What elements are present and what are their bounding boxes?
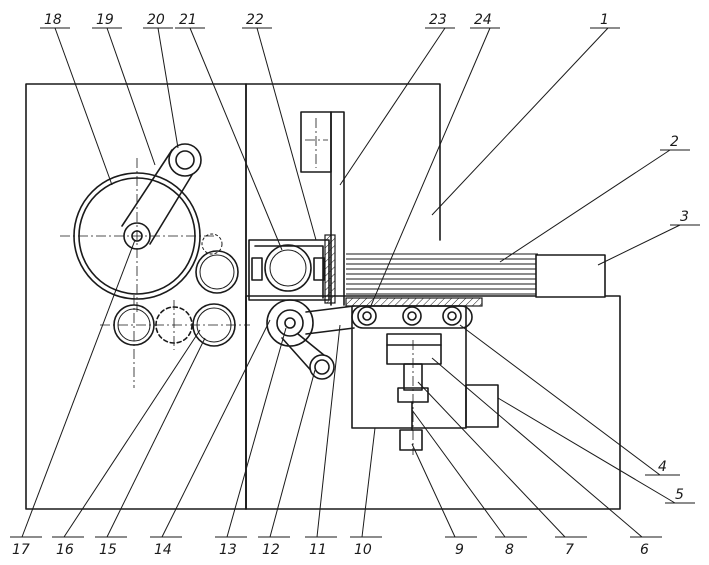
large-wheel xyxy=(60,158,215,312)
callout-15: 15 xyxy=(99,542,117,558)
callout-14: 14 xyxy=(154,542,172,558)
sheet-stack xyxy=(346,253,538,295)
callout-24: 24 xyxy=(474,12,492,28)
callout-8: 8 xyxy=(505,542,514,558)
callout-16: 16 xyxy=(56,542,74,558)
callout-12: 12 xyxy=(262,542,280,558)
drive-housing xyxy=(351,305,499,429)
conveyor-belt xyxy=(345,297,483,329)
callout-labels: 18 19 20 21 22 23 24 1 2 3 4 5 6 7 8 9 1… xyxy=(12,12,689,558)
callout-7: 7 xyxy=(565,542,574,558)
callout-22: 22 xyxy=(246,12,264,28)
callout-20: 20 xyxy=(147,12,165,28)
callout-23: 23 xyxy=(429,12,447,28)
base-frame xyxy=(245,295,621,510)
callout-1: 1 xyxy=(600,12,609,28)
upper-roller xyxy=(195,250,239,294)
callout-19: 19 xyxy=(96,12,114,28)
actuator-cylinder xyxy=(386,333,442,455)
callout-3: 3 xyxy=(680,209,689,225)
roller-bracket xyxy=(248,239,330,301)
small-idler-wheel xyxy=(201,233,223,255)
callout-21: 21 xyxy=(179,12,197,28)
callout-4: 4 xyxy=(658,459,667,475)
crank-arm xyxy=(121,143,202,245)
callout-5: 5 xyxy=(675,487,684,503)
callout-10: 10 xyxy=(354,542,372,558)
callout-13: 13 xyxy=(219,542,237,558)
callout-17: 17 xyxy=(12,542,30,558)
vertical-slide xyxy=(300,111,345,306)
left-frame-panel xyxy=(25,83,247,510)
lever-arm xyxy=(266,299,355,380)
callout-9: 9 xyxy=(455,542,464,558)
lower-roller-row xyxy=(100,295,250,388)
callout-11: 11 xyxy=(309,542,327,558)
stop-block xyxy=(535,254,606,298)
callout-6: 6 xyxy=(640,542,649,558)
callout-2: 2 xyxy=(670,134,679,150)
leader-lines xyxy=(10,27,700,538)
callout-18: 18 xyxy=(44,12,62,28)
